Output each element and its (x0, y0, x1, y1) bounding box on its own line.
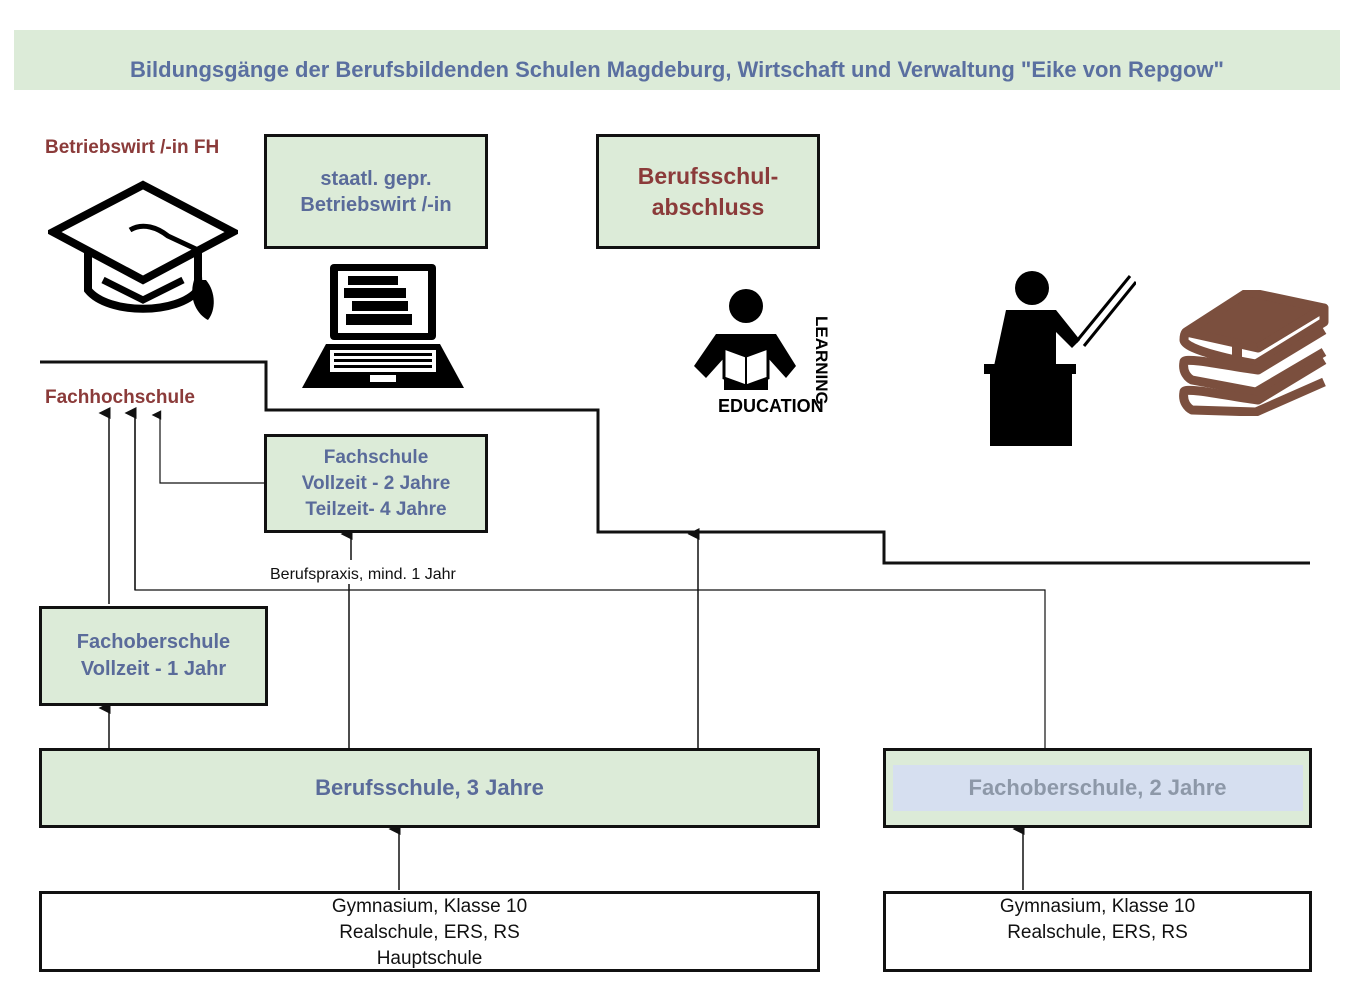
level-divider-line (40, 360, 1310, 565)
box-line: Betriebswirt /-in (300, 193, 452, 216)
box-line: Gymnasium, Klasse 10 (999, 896, 1196, 917)
graduation-cap-icon (48, 180, 238, 320)
box-line: Fachoberschule (76, 631, 231, 653)
box-fachoberschule-2jahre: Fachoberschule, 2 Jahre (883, 748, 1312, 828)
page-title: Bildungsgänge der Berufsbildenden Schule… (130, 57, 1224, 82)
box-line: Fachoberschule, 2 Jahre (968, 775, 1227, 800)
box-fachoberschule-1jahr: Fachoberschule Vollzeit - 1 Jahr (39, 606, 268, 706)
label-berufspraxis: Berufspraxis, mind. 1 Jahr (268, 566, 458, 584)
box-line: Fachschule (323, 446, 429, 468)
fachoberschule-2-highlight: Fachoberschule, 2 Jahre (892, 765, 1303, 811)
teacher-podium-icon (984, 271, 1136, 446)
box-fachschule: Fachschule Vollzeit - 2 Jahre Teilzeit- … (264, 434, 488, 533)
box-line: Realschule, ERS, RS (339, 922, 520, 943)
label-fachhochschule: Fachhochschule (45, 387, 195, 408)
laptop-books-icon (302, 264, 464, 388)
box-line: Teilzeit- 4 Jahre (305, 498, 447, 520)
box-line: Hauptschule (376, 948, 483, 969)
box-line: Berufsschul- (637, 162, 779, 189)
box-line: Realschule, ERS, RS (1007, 922, 1188, 943)
label-betriebswirt-fh: Betriebswirt /-in FH (45, 137, 220, 158)
box-line: Berufsschule, 3 Jahre (315, 775, 544, 800)
box-berufsschule: Berufsschule, 3 Jahre (39, 748, 820, 828)
box-schools-right: Gymnasium, Klasse 10 Realschule, ERS, RS (883, 891, 1312, 972)
education-word: EDUCATION (718, 396, 824, 416)
arrow-fachschule-to-fh (151, 410, 265, 484)
books-stack-icon (1179, 290, 1329, 416)
title-band: Bildungsgänge der Berufsbildenden Schule… (14, 30, 1340, 90)
reader-learning-icon: EDUCATION LEARNING (694, 289, 831, 416)
box-line: Gymnasium, Klasse 10 (331, 896, 528, 917)
box-line: abschluss (651, 193, 765, 220)
box-berufsschulabschluss: Berufsschul- abschluss (596, 134, 820, 249)
box-line: Vollzeit - 1 Jahr (80, 658, 227, 680)
box-line: Vollzeit - 2 Jahre (301, 472, 451, 494)
box-schools-left: Gymnasium, Klasse 10 Realschule, ERS, RS… (39, 891, 820, 972)
learning-word: LEARNING (812, 316, 831, 405)
box-staatl-betriebswirt: staatl. gepr. Betriebswirt /-in (264, 134, 488, 249)
box-line: staatl. gepr. (320, 167, 432, 190)
